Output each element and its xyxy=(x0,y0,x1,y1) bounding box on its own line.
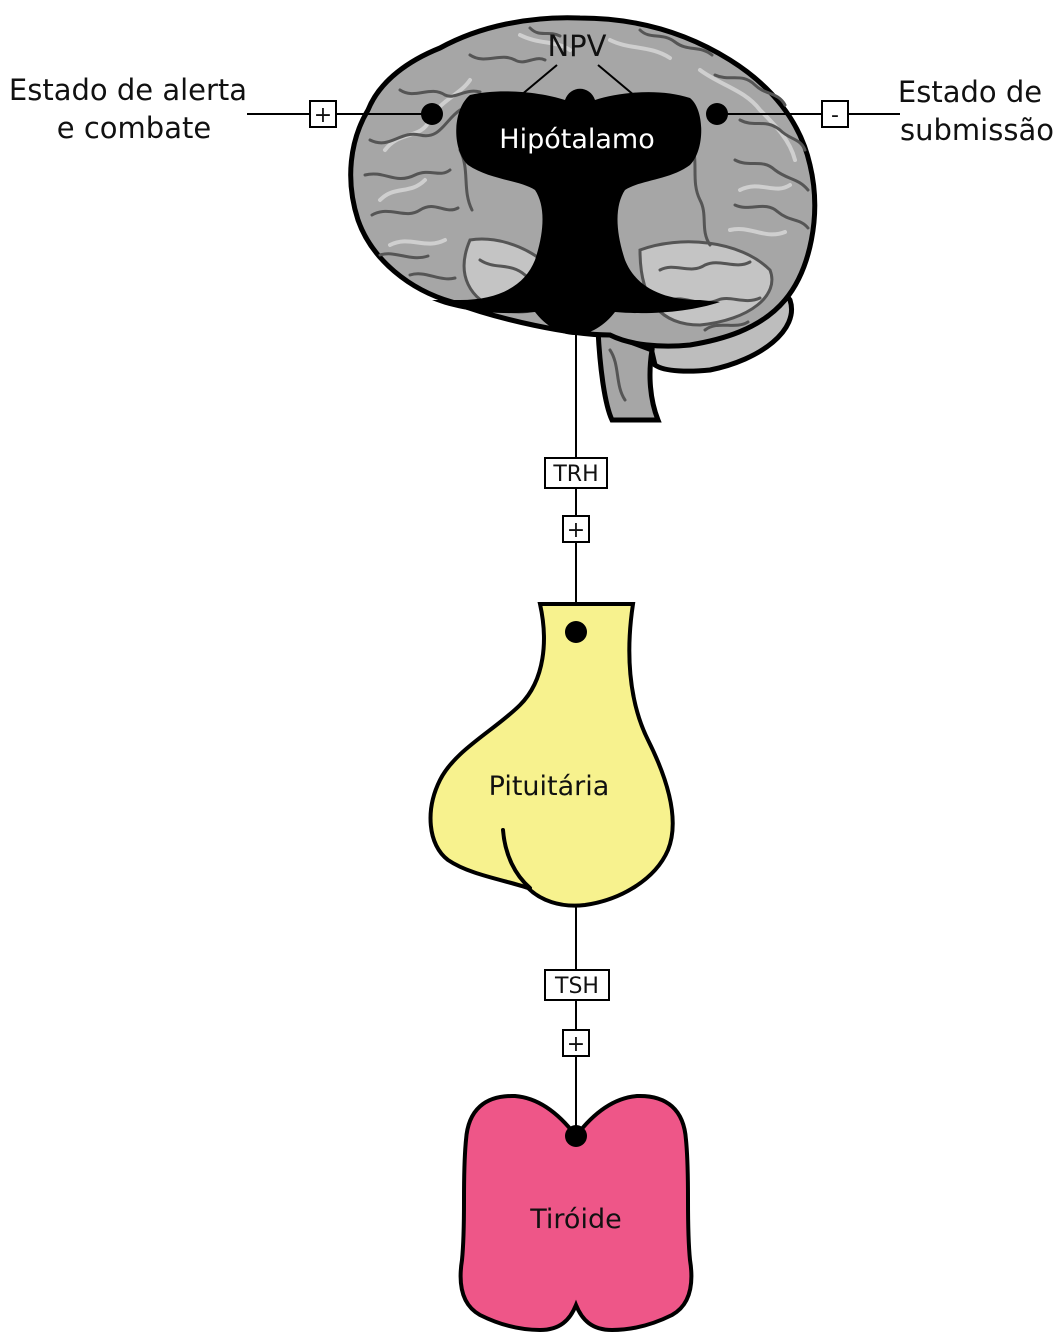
right-node xyxy=(706,103,728,125)
hypothalamus-label: Hipótalamo xyxy=(499,124,654,155)
pituitary xyxy=(431,604,673,906)
thyroid-label: Tiróide xyxy=(529,1204,621,1235)
right-sign: - xyxy=(831,103,839,128)
trh-label: TRH xyxy=(552,462,598,487)
left-sign: + xyxy=(314,103,332,128)
pituitary-thyroid-link xyxy=(545,905,609,1136)
left-stimulus-label-line2: e combate xyxy=(57,111,211,145)
left-stimulus-label-line1: Estado de alerta xyxy=(9,73,247,107)
brain xyxy=(351,18,815,420)
pituitary-node xyxy=(565,621,587,643)
pituitary-label: Pituitária xyxy=(489,771,610,802)
pituitary-gland xyxy=(431,604,673,906)
trh-sign: + xyxy=(567,518,585,543)
npv-label: NPV xyxy=(547,29,606,63)
right-stimulus-label-line1: Estado de xyxy=(898,75,1042,109)
left-node xyxy=(421,103,443,125)
tsh-label: TSH xyxy=(554,974,599,999)
thyroid-node xyxy=(565,1125,587,1147)
tsh-sign: + xyxy=(567,1032,585,1057)
right-stimulus-label-line2: submissão xyxy=(900,113,1054,147)
